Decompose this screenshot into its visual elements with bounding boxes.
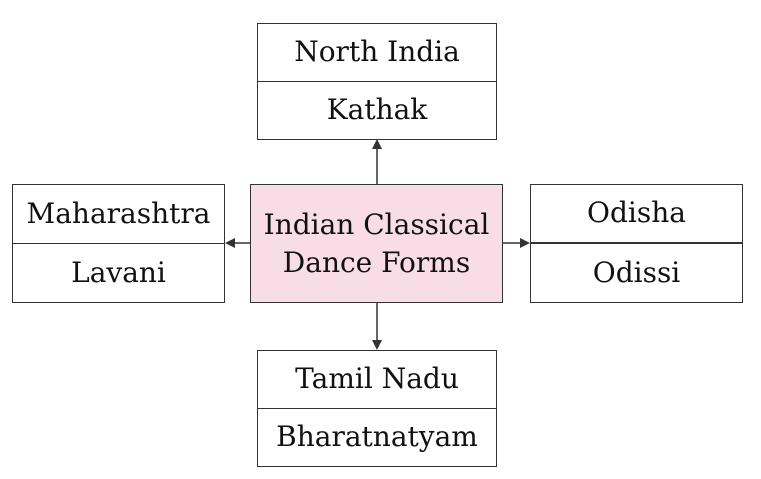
maharashtra-box: Maharashtra Lavani bbox=[12, 184, 225, 303]
tamil-nadu-region-label: Tamil Nadu bbox=[258, 351, 496, 409]
tamil-nadu-box: Tamil Nadu Bharatnatyam bbox=[257, 350, 497, 467]
north-india-dance-label: Kathak bbox=[326, 93, 428, 127]
maharashtra-region-label: Maharashtra bbox=[13, 185, 224, 244]
odisha-region-label: Odisha bbox=[531, 185, 742, 244]
odisha-dance-label: Odissi bbox=[592, 255, 681, 289]
center-topic-text: Indian Classical Dance Forms bbox=[264, 206, 490, 282]
center-topic-box: Indian Classical Dance Forms bbox=[250, 184, 503, 303]
odisha-box: Odisha Odissi bbox=[530, 184, 743, 303]
north-india-box: North India Kathak bbox=[257, 23, 497, 140]
maharashtra-dance-label: Lavani bbox=[71, 255, 166, 289]
center-topic-line-1: Indian Classical bbox=[263, 207, 490, 241]
north-india-region-label: North India bbox=[258, 24, 496, 82]
tamil-nadu-dance-label: Bharatnatyam bbox=[276, 420, 478, 454]
center-topic-line-2: Dance Forms bbox=[282, 245, 471, 279]
